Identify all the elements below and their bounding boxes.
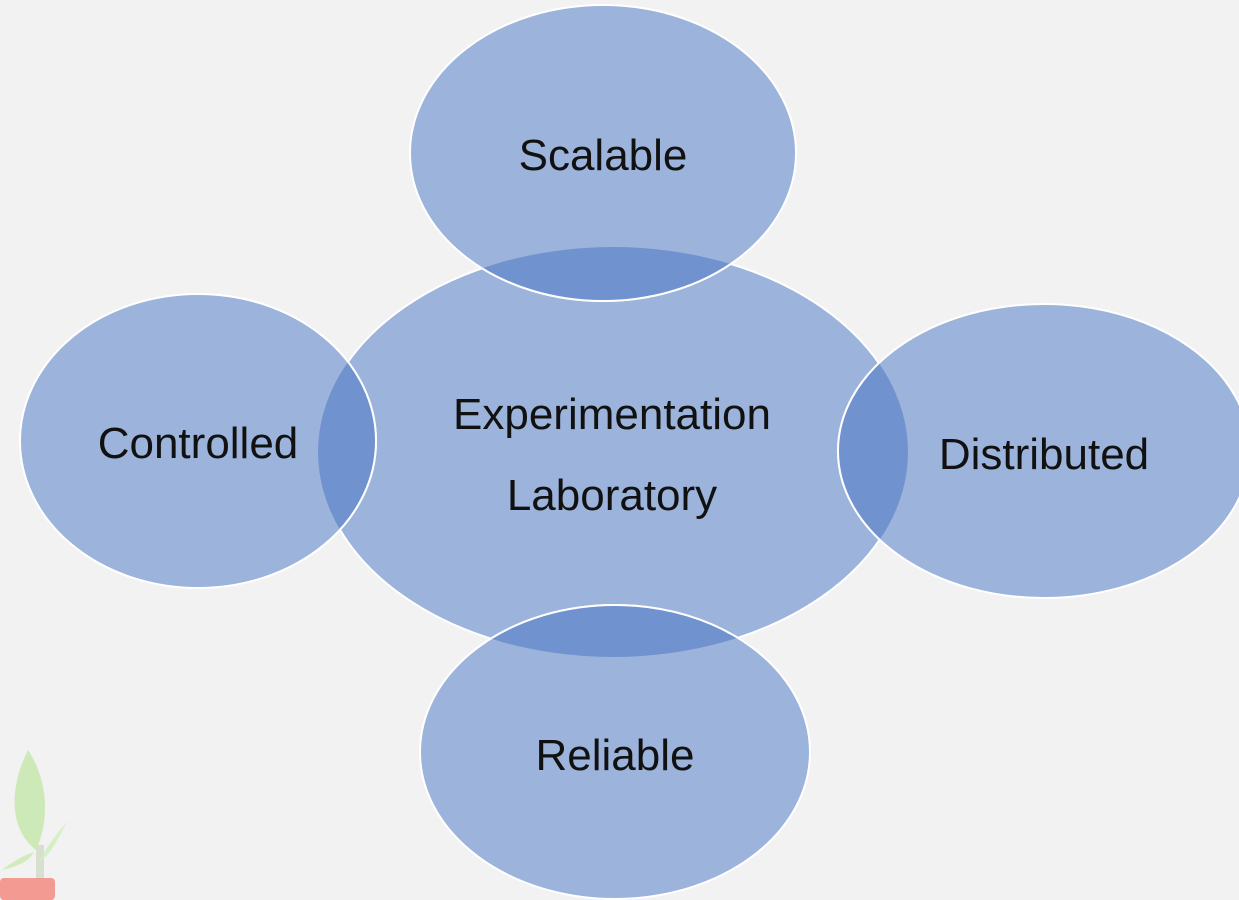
top-label: Scalable [519,131,688,180]
overlap-bottom [419,604,811,657]
overlap-left [318,293,377,589]
center-ellipse [317,246,909,658]
bottom-label: Reliable [536,731,695,780]
center-label-line1: Experimentation [453,390,771,439]
center-label-line2: Laboratory [507,471,717,520]
left-label: Controlled [98,419,299,468]
plant-icon [0,750,68,900]
overlap-regions [318,247,908,657]
right-label: Distributed [939,430,1149,479]
overlap-right [837,303,908,599]
overlap-top [409,247,797,302]
